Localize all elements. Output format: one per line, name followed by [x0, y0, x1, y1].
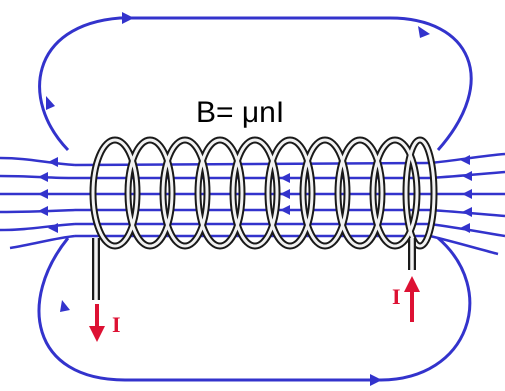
top-loop-arrow-left	[122, 12, 134, 24]
formula-label: B= μnI	[196, 96, 284, 129]
outer-loop-arrows	[46, 12, 430, 386]
current-label-right: I	[392, 284, 401, 309]
bottom-loop-arrow-right	[370, 374, 382, 386]
top-loop-arrow-leftside	[46, 96, 55, 110]
solenoid-coil	[89, 136, 438, 300]
top-loop-arrow-right	[418, 26, 430, 38]
bottom-loop-arrow-left	[60, 300, 70, 312]
top-return-loop	[38, 16, 473, 152]
interior-field-arrows	[280, 173, 290, 215]
coil-inner-stroke	[91, 138, 436, 248]
right-current-arrow	[404, 276, 420, 322]
fringe-arrows	[38, 155, 472, 233]
bottom-return-loop	[37, 236, 472, 382]
current-label-left: I	[112, 312, 121, 337]
left-current-arrow	[89, 304, 105, 342]
